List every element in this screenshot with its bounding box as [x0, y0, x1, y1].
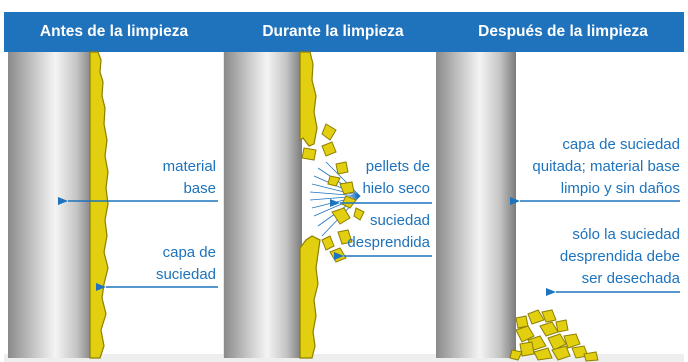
label-dirt-layer: capa de suciedad: [110, 242, 216, 286]
label-line: desprendida debe: [559, 248, 680, 265]
label-line: capa de suciedad: [562, 136, 680, 153]
label-line: sólo la suciedad: [572, 226, 680, 243]
panel-before: [8, 51, 218, 359]
dirt-layer-remaining-top: [299, 51, 318, 147]
header-band: [4, 12, 684, 52]
dirt-fragments: [301, 123, 365, 263]
label-line: hielo seco: [362, 180, 430, 197]
dirt-layer-remaining-bottom: [299, 235, 321, 359]
dirt-pile: [509, 309, 599, 362]
label-dry-ice-pellets: pellets de hielo seco: [330, 156, 430, 200]
label-base-material: material base: [110, 156, 216, 200]
base-material-column-clean: [436, 52, 516, 358]
label-line: suciedad: [155, 266, 216, 283]
panel-after: [436, 52, 680, 362]
label-line: desprendida: [347, 234, 430, 251]
label-dispose-dirt: sólo la suciedad desprendida debe ser de…: [520, 224, 680, 290]
label-clean-base: capa de suciedad quitada; material base …: [520, 134, 680, 200]
label-line: limpio y sin daños: [560, 180, 680, 197]
label-line: ser desechada: [581, 270, 680, 287]
label-line: quitada; material base: [532, 158, 680, 175]
label-loosened-dirt: suciedad desprendida: [330, 210, 430, 254]
header-during: Durante la limpieza: [262, 23, 404, 40]
label-line: material: [162, 158, 216, 175]
header-after: Después de la limpieza: [478, 23, 648, 40]
label-line: suciedad: [369, 212, 430, 229]
label-line: pellets de: [365, 158, 430, 175]
header-before: Antes de la limpieza: [39, 23, 189, 40]
panel-during: [224, 51, 432, 359]
label-line: base: [183, 180, 216, 197]
label-line: capa de: [162, 244, 216, 261]
dirt-layer: [89, 51, 109, 359]
bottom-strip: [4, 354, 684, 362]
base-material-column: [224, 52, 302, 358]
base-material-column: [8, 52, 94, 358]
